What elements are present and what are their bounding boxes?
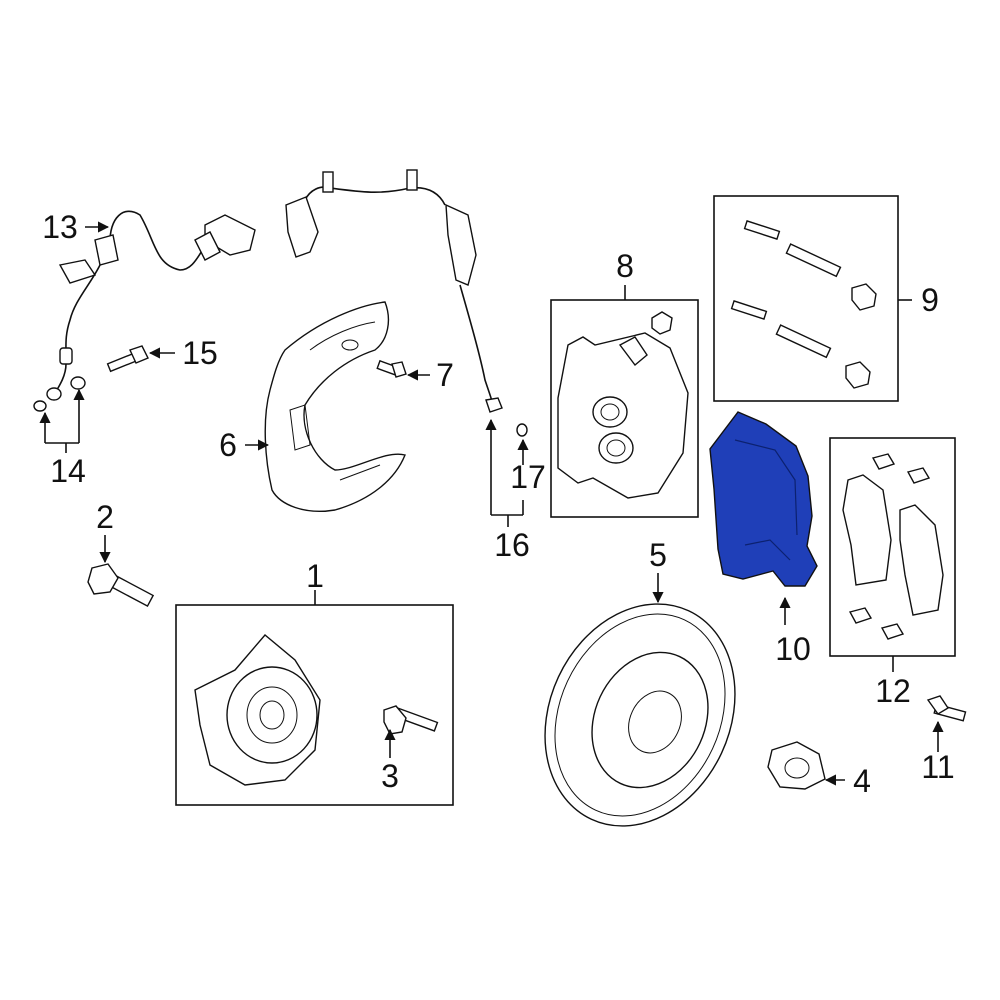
callout-4: 4 [853, 763, 871, 799]
callout-5: 5 [649, 537, 667, 573]
callout-13: 13 [42, 209, 78, 245]
callout-numbers: 1 2 3 4 5 6 7 8 9 10 11 12 13 14 15 16 1… [42, 209, 954, 799]
callout-11: 11 [921, 749, 954, 785]
callout-14: 14 [50, 453, 86, 489]
part-12-brake-pad-set[interactable] [829, 437, 956, 657]
callout-6: 6 [219, 427, 237, 463]
part-3-wheel-stud[interactable] [383, 705, 439, 735]
part-13-sensor-harness[interactable] [33, 210, 256, 412]
callout-3: 3 [381, 758, 399, 794]
callout-1: 1 [306, 558, 324, 594]
callout-17: 17 [510, 459, 546, 495]
part-8-caliper-group[interactable] [550, 299, 699, 518]
part-16-sensor-harness[interactable] [285, 169, 528, 437]
callout-9: 9 [921, 282, 939, 318]
callout-10: 10 [775, 631, 811, 667]
callout-8: 8 [616, 248, 634, 284]
part-2-bolt[interactable] [87, 563, 155, 608]
callout-15: 15 [182, 335, 218, 371]
part-9-guide-pin-kit[interactable] [713, 195, 899, 402]
part-1-hub-assembly[interactable] [175, 604, 454, 806]
callout-16: 16 [494, 527, 530, 563]
part-11-bolt[interactable] [926, 695, 967, 722]
callout-leaders [39, 221, 944, 786]
part-4-nut[interactable] [767, 741, 826, 790]
part-10-caliper-bracket[interactable] [709, 411, 818, 587]
part-7-bolt[interactable] [376, 359, 407, 378]
callout-7: 7 [436, 357, 454, 393]
callout-2: 2 [96, 499, 114, 535]
part-15-bolt[interactable] [106, 345, 149, 373]
part-5-brake-rotor[interactable] [510, 573, 770, 858]
callout-12: 12 [875, 673, 911, 709]
part-6-splash-shield[interactable] [264, 301, 406, 512]
